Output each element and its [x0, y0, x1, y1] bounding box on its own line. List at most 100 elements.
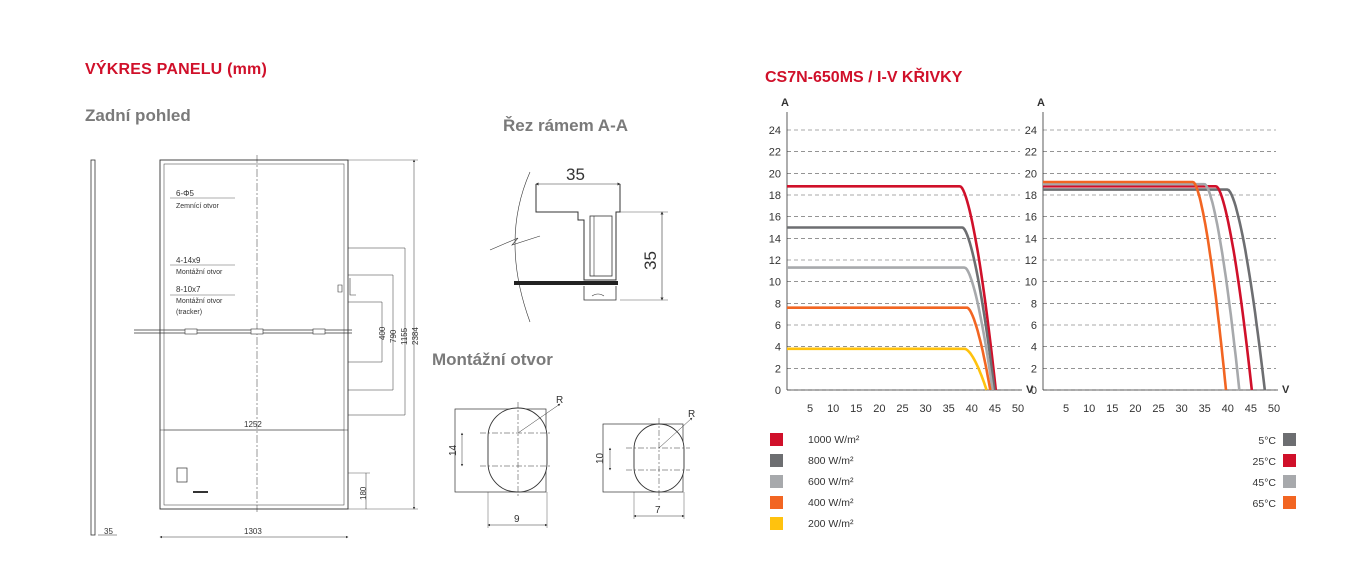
legend-label: 800 W/m² [808, 455, 854, 467]
y-tick-label: 10 [769, 277, 781, 289]
legend-label: 65°C [1252, 498, 1276, 510]
y-tick-label: 2 [1031, 363, 1037, 375]
y-tick-label: 22 [769, 147, 781, 159]
x-tick-label: 15 [850, 403, 862, 415]
drawing-unit: (mm) [227, 61, 268, 78]
legend-swatch [770, 454, 783, 467]
x-tick-label: 30 [1175, 403, 1187, 415]
hole1-width-dim: 9 [514, 514, 520, 525]
series-line [787, 226, 996, 391]
legend-swatch [1283, 433, 1296, 446]
x-tick-label: 45 [1245, 403, 1257, 415]
x-tick-label: 40 [1222, 403, 1234, 415]
dim-1155: 1155 [400, 327, 409, 345]
iv-curves-title: CS7N-650MS / I-V KŘIVKY [765, 69, 963, 86]
series-line [787, 266, 994, 391]
y-tick-label: 20 [769, 168, 781, 180]
x-tick-label: 25 [1152, 403, 1164, 415]
legend-label: 1000 W/m² [808, 434, 860, 446]
mounting-hole-label: Montážní otvor [432, 350, 553, 369]
hole2-width-dim: 7 [655, 505, 661, 516]
series-line [787, 185, 998, 391]
side-thickness-dim: 35 [104, 527, 113, 536]
frame-section-drawing: 35 35 [489, 165, 668, 323]
y-tick-label: 18 [769, 190, 781, 202]
y-tick-label: 24 [769, 125, 781, 137]
x-axis-label: V [1282, 384, 1290, 396]
panel-height-dim: 2384 [411, 327, 420, 345]
legend-swatch [770, 433, 783, 446]
x-axis-label: V [1026, 384, 1034, 396]
hole1-radius-label: R [556, 395, 563, 406]
x-tick-label: 10 [827, 403, 839, 415]
y-tick-label: 16 [1025, 212, 1037, 224]
tracker-hole-spec: 8-10x7 [176, 285, 201, 294]
legend-swatch [1283, 475, 1296, 488]
y-tick-label: 16 [769, 212, 781, 224]
frame-height-dim: 35 [641, 251, 660, 270]
y-tick-label: 8 [775, 298, 781, 310]
hole2-radius-label: R [688, 409, 695, 420]
y-tick-label: 6 [775, 320, 781, 332]
y-tick-label: 12 [769, 255, 781, 267]
x-tick-label: 35 [1199, 403, 1211, 415]
y-tick-label: 20 [1025, 168, 1037, 180]
y-tick-label: 0 [775, 385, 781, 397]
y-axis-label: A [781, 97, 789, 109]
dim-400: 400 [378, 326, 387, 340]
x-tick-label: 5 [807, 403, 813, 415]
hole1-height-dim: 14 [448, 444, 459, 456]
y-tick-label: 4 [775, 342, 781, 354]
legend-label: 25°C [1252, 456, 1276, 468]
legend-label: 45°C [1252, 477, 1276, 489]
hole2-height-dim: 10 [595, 452, 606, 464]
x-tick-label: 15 [1106, 403, 1118, 415]
x-tick-label: 20 [873, 403, 885, 415]
y-tick-label: 0 [1031, 385, 1037, 397]
x-tick-label: 35 [943, 403, 955, 415]
x-tick-label: 50 [1012, 403, 1024, 415]
y-tick-label: 6 [1031, 320, 1037, 332]
legend-swatch [770, 517, 783, 530]
y-tick-label: 24 [1025, 125, 1037, 137]
series-line [1043, 188, 1267, 391]
series-line [787, 306, 992, 391]
ground-hole-spec: 6-Φ5 [176, 189, 194, 198]
x-tick-label: 20 [1129, 403, 1141, 415]
legend-swatch [1283, 454, 1296, 467]
mount-hole-spec: 4-14x9 [176, 256, 201, 265]
frame-width-dim: 35 [566, 165, 585, 184]
series-line [1043, 185, 1254, 391]
frame-section-label: Řez rámem A-A [503, 116, 629, 135]
x-tick-label: 45 [989, 403, 1001, 415]
tracker-note: (tracker) [176, 309, 202, 316]
y-tick-label: 22 [1025, 147, 1037, 159]
ground-hole-name: Zemnící otvor [176, 203, 219, 210]
x-tick-label: 40 [966, 403, 978, 415]
drawing-title: VÝKRES PANELU (mm) [85, 61, 268, 78]
y-tick-label: 10 [1025, 277, 1037, 289]
outer-width-dim: 1303 [244, 527, 262, 536]
y-tick-label: 14 [1025, 233, 1037, 245]
back-view-label: Zadní pohled [85, 106, 191, 125]
inner-width-dim: 1252 [244, 420, 262, 429]
legend-label: 5°C [1258, 435, 1276, 447]
y-tick-label: 12 [1025, 255, 1037, 267]
legend-swatch [770, 475, 783, 488]
panel-side-view: 35 [90, 159, 117, 536]
y-tick-label: 4 [1031, 342, 1037, 354]
y-tick-label: 8 [1031, 298, 1037, 310]
panel-back-view: 6-Φ5 Zemnící otvor 4-14x9 Montážní otvor… [134, 155, 420, 539]
tracker-hole-name: Montážní otvor [176, 298, 223, 305]
y-tick-label: 2 [775, 363, 781, 375]
mounting-hole-small: R 10 7 [595, 409, 695, 519]
mounting-hole-large: R 14 9 [448, 395, 563, 528]
mount-hole-name: Montážní otvor [176, 269, 223, 276]
legend-label: 600 W/m² [808, 476, 854, 488]
series-line [786, 347, 988, 391]
legend-swatch [770, 496, 783, 509]
dim-790: 790 [389, 329, 398, 343]
